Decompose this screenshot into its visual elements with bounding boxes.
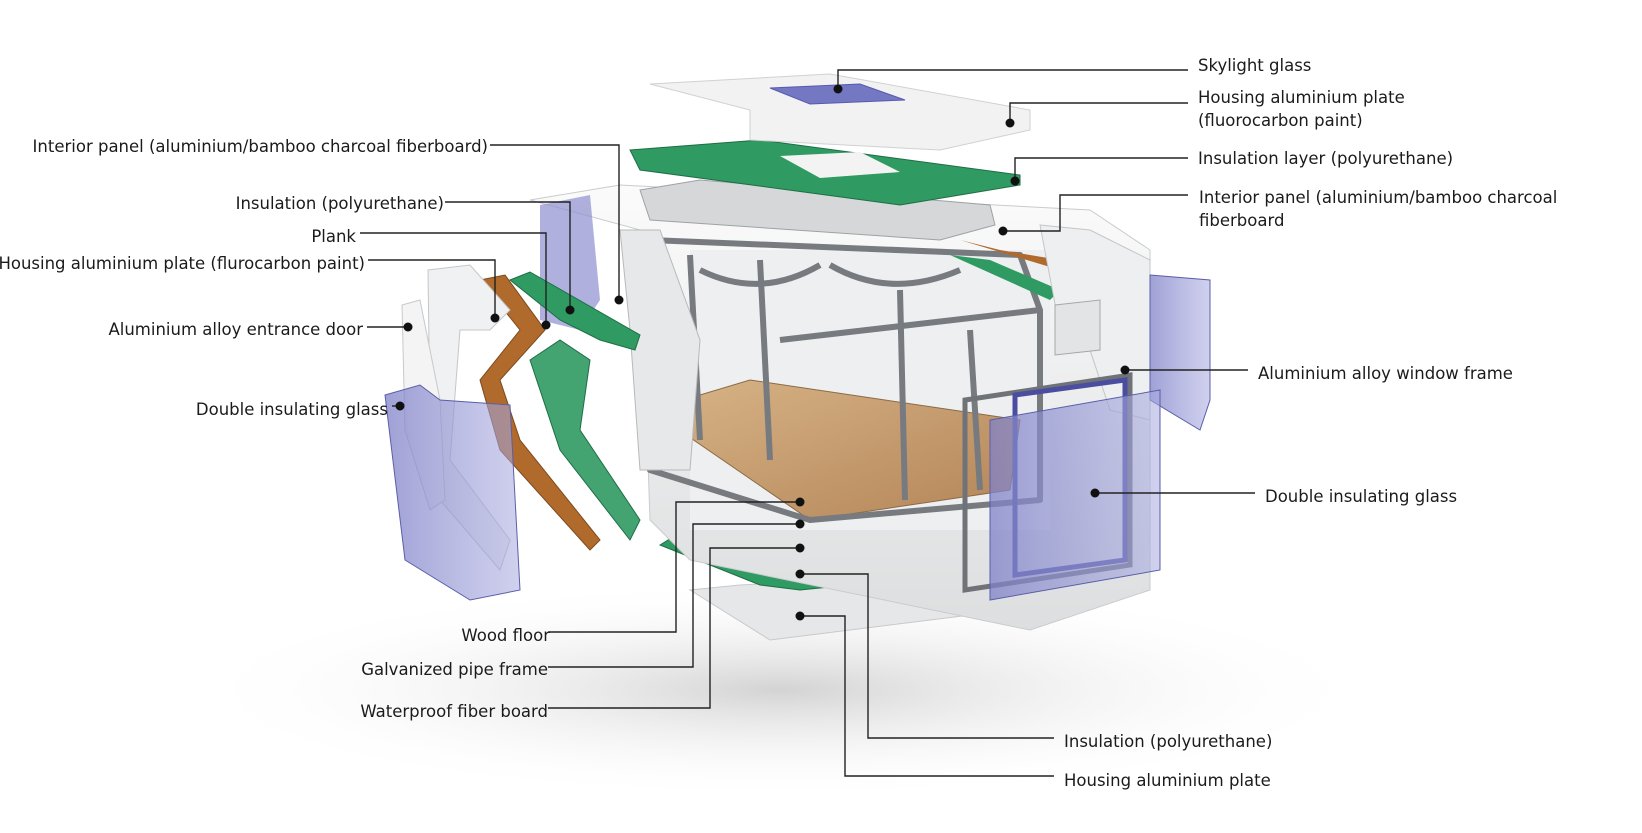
dot-plank — [541, 320, 551, 330]
callout-roof-housing-plate: Housing aluminium plate (fluorocarbon pa… — [1198, 88, 1405, 130]
dot-glass-left — [395, 401, 405, 411]
leader-dots — [395, 84, 1130, 621]
leader-interior-panel-right — [1003, 194, 1188, 232]
leader-pipe-frame — [548, 523, 800, 668]
dot-skylight — [833, 84, 843, 94]
dot-plate-left — [490, 313, 500, 323]
roof-insulation-opening — [780, 152, 900, 178]
leader-insulation-bottom — [800, 573, 1054, 739]
callout-skylight-glass: Skylight glass — [1198, 56, 1312, 75]
callout-insulation-bottom: Insulation (polyurethane) — [1064, 732, 1273, 751]
plank-piece — [479, 274, 601, 551]
callout-pipe-frame: Galvanized pipe frame — [361, 660, 548, 679]
leader-waterproof — [548, 547, 800, 709]
callout-housing-plate-left: Housing aluminium plate (flurocarbon pai… — [0, 254, 365, 273]
dot-roof-insulation — [1010, 176, 1020, 186]
dot-pipe-frame — [795, 519, 805, 529]
leader-wood-floor — [548, 501, 800, 633]
dot-interior-panel-right — [998, 226, 1008, 236]
leader-skylight — [837, 69, 1188, 89]
dot-roof-plate — [1005, 118, 1015, 128]
dot-waterproof — [795, 543, 805, 553]
leader-plank — [360, 232, 547, 325]
insulation-left-lower — [529, 339, 641, 541]
double-glass-right — [989, 389, 1161, 601]
dot-insulation-left — [565, 305, 575, 315]
double-glass-left — [384, 384, 521, 601]
dot-interior-panel-left — [614, 295, 624, 305]
roof-frame-panel — [639, 179, 996, 241]
right-insulation-strip — [950, 255, 1060, 300]
leader-roof-plate — [1009, 102, 1188, 123]
ground-shadow — [180, 580, 1380, 800]
callout-plank: Plank — [311, 227, 356, 246]
insulation-left — [509, 271, 641, 351]
dot-insulation-bottom — [795, 569, 805, 579]
leader-interior-panel-left — [490, 144, 620, 300]
leader-insulation-left — [445, 201, 571, 310]
callout-wood-floor: Wood floor — [461, 626, 550, 645]
callout-double-glass-left: Double insulating glass — [195, 400, 388, 419]
leader-plate-bottom — [800, 615, 1054, 777]
callout-double-glass-right: Double insulating glass — [1265, 487, 1458, 506]
dot-wood-floor — [795, 497, 805, 507]
callout-window-frame: Aluminium alloy window frame — [1258, 364, 1513, 383]
leader-roof-insulation — [1014, 157, 1188, 181]
dot-glass-right — [1090, 488, 1100, 498]
leader-plate-left — [368, 259, 496, 318]
skylight — [769, 83, 906, 105]
right-side-glass — [1149, 274, 1211, 431]
callout-entrance-door: Aluminium alloy entrance door — [108, 320, 363, 339]
dot-door — [403, 322, 413, 332]
dot-window-frame — [1120, 365, 1130, 375]
callout-insulation-left: Insulation (polyurethane) — [235, 194, 444, 213]
roof-housing-plate — [649, 73, 1031, 151]
callout-interior-panel-right: Interior panel (aluminium/bamboo charcoa… — [1199, 188, 1558, 230]
callout-interior-panel-left: Interior panel (aluminium/bamboo charcoa… — [32, 137, 488, 156]
vent-grille — [1054, 299, 1101, 356]
callout-waterproof-board: Waterproof fiber board — [360, 702, 548, 721]
leader-lines — [360, 69, 1255, 777]
dot-plate-bottom — [795, 611, 805, 621]
callout-roof-insulation-layer: Insulation layer (polyurethane) — [1198, 149, 1454, 168]
callout-housing-plate-bottom: Housing aluminium plate — [1064, 771, 1271, 790]
